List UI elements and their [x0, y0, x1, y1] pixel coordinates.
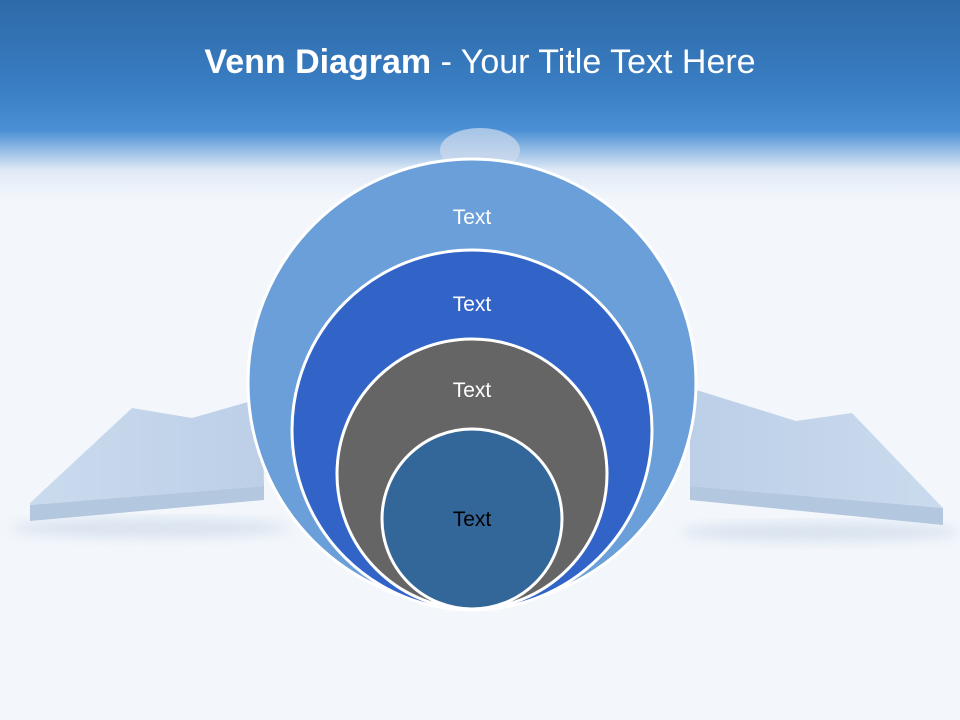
right-platform-shadow: [680, 522, 960, 542]
ring-labels: Text Text Text Text: [453, 206, 492, 531]
inner-ring-label: Text: [453, 508, 492, 531]
left-platform: [30, 398, 264, 521]
title-rest-part: - Your Title Text Here: [431, 43, 756, 81]
left-platform-shadow: [10, 518, 290, 538]
outer-ring-label: Text: [453, 206, 492, 229]
slide-title[interactable]: Venn Diagram - Your Title Text Here: [0, 40, 960, 84]
title-bold-part: Venn Diagram: [204, 43, 432, 81]
right-platform: [690, 388, 943, 525]
inner-ring[interactable]: [380, 427, 564, 611]
second-ring-label: Text: [453, 293, 492, 316]
third-ring-label: Text: [453, 379, 492, 402]
venn-rings: [246, 157, 698, 612]
